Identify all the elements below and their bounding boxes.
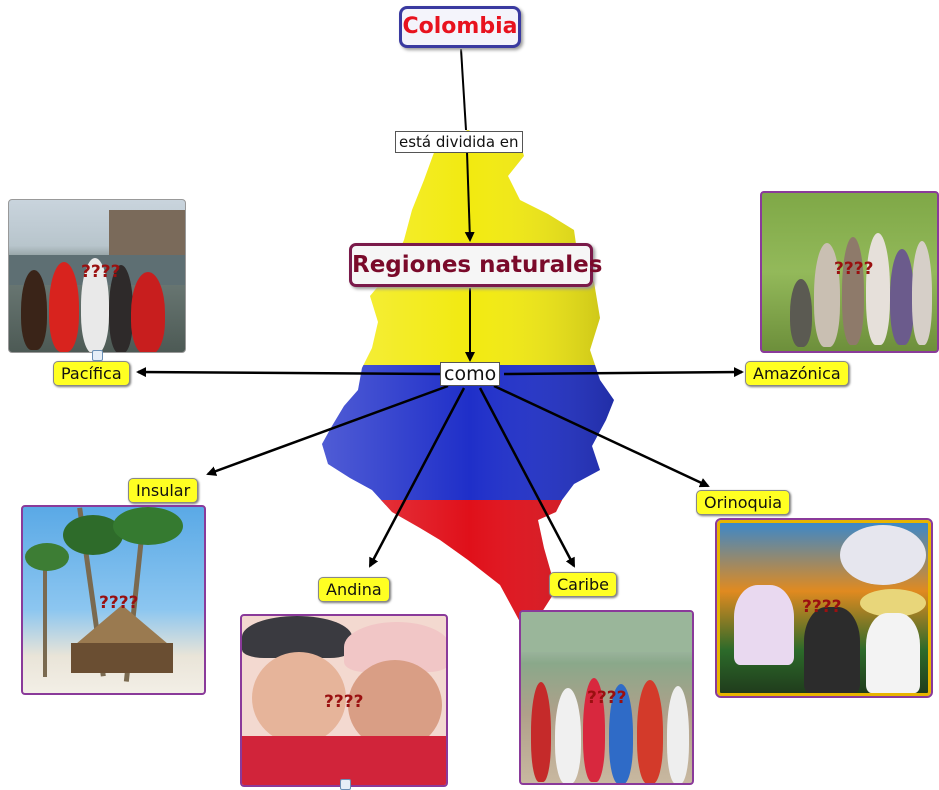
region-label-caribe[interactable]: Caribe: [549, 572, 617, 597]
photo-orinoquia[interactable]: ????: [715, 518, 933, 698]
photo-caribe[interactable]: ????: [519, 610, 694, 785]
connector-link-center: [464, 151, 475, 242]
region-label-orinoquia[interactable]: Orinoquia: [696, 490, 791, 515]
connector-title-link: [460, 48, 467, 131]
photo-question-mark: ????: [99, 593, 139, 613]
photo-pacifica[interactable]: ????: [8, 199, 186, 353]
arrow-to-caribe: [478, 387, 576, 568]
photo-andina[interactable]: ????: [240, 614, 448, 787]
resource-link-icon[interactable]: [92, 350, 103, 361]
title-node[interactable]: Colombia: [399, 6, 521, 48]
link-label-divided[interactable]: está dividida en: [395, 131, 523, 153]
photo-insular[interactable]: ????: [21, 505, 206, 695]
arrow-to-andina: [368, 387, 466, 568]
photo-question-mark: ????: [81, 262, 121, 282]
link-label-como[interactable]: como: [440, 362, 501, 386]
photo-amazonica[interactable]: ????: [760, 191, 939, 353]
region-label-amazonica[interactable]: Amazónica: [745, 361, 849, 386]
region-label-insular[interactable]: Insular: [128, 478, 199, 503]
arrow-to-orinoquia: [493, 384, 710, 488]
photo-question-mark: ????: [587, 688, 627, 708]
photo-question-mark: ????: [834, 259, 874, 279]
regions-node[interactable]: Regiones naturales: [349, 243, 602, 287]
photo-question-mark: ????: [324, 692, 364, 712]
arrow-to-insular: [206, 384, 449, 476]
region-label-pacifica[interactable]: Pacífica: [53, 361, 130, 386]
arrow-to-amazonica: [503, 367, 744, 378]
photo-question-mark: ????: [802, 597, 842, 617]
arrow-to-pacifica: [136, 367, 441, 378]
region-label-andina[interactable]: Andina: [318, 577, 390, 602]
resource-link-icon[interactable]: [340, 779, 351, 790]
